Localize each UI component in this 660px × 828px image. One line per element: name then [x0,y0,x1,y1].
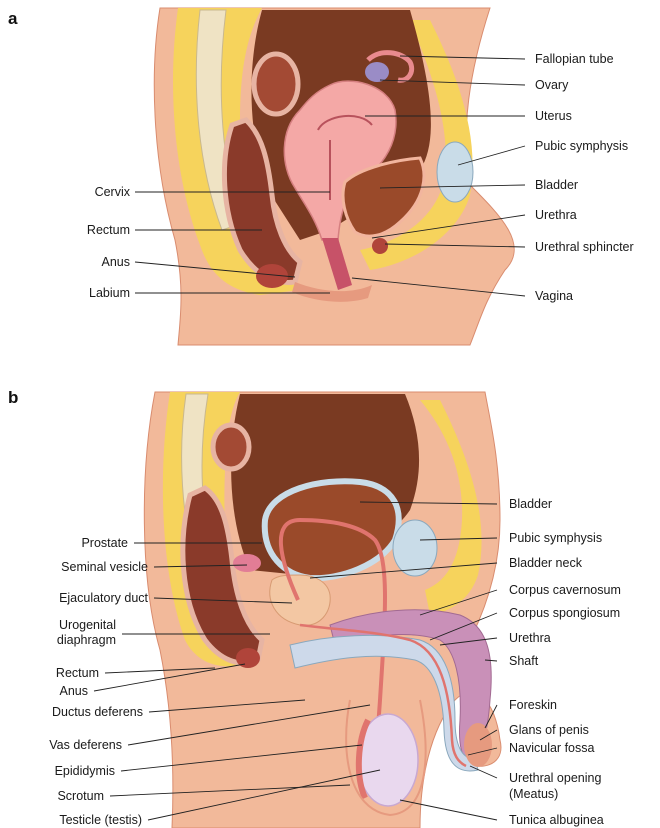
leader-bladder-a [379,184,526,189]
panel-a-fallopian-tube [366,50,415,83]
panel-b-labels: Prostate Seminal vesicle Ejaculatory duc… [49,497,621,827]
panel-a-urethral-sphincter [372,238,388,254]
label-bladder-b: Bladder [509,497,552,511]
label-shaft: Shaft [509,654,539,668]
leader-fallopian-tube [399,55,526,60]
leader-urethra-b [439,637,498,646]
leader-testicle [147,769,381,821]
leader-bladder-neck [309,562,498,579]
label-urethral-opening: Urethral opening [509,771,601,785]
label-scrotum: Scrotum [57,789,104,803]
label-anus-b: Anus [60,684,89,698]
leader-navicular-fossa [467,747,498,756]
panel-a-ovary [365,62,389,82]
panel-b-illustration [143,391,502,828]
panel-b-glans [464,723,492,767]
leader-vas-deferens [127,704,371,746]
panel-b-anus [236,648,260,668]
leader-corpus-cavernosum [419,589,498,616]
panel-a-uterine-cavity [317,114,373,200]
leader-vagina [351,277,526,297]
leader-rectum-b [104,667,216,674]
panel-b-letter: b [8,388,18,407]
label-urethral-sphincter: Urethral sphincter [535,240,634,254]
leader-urethral-sphincter [384,243,526,248]
leader-bladder-b [359,501,498,505]
panel-a-labium [292,282,372,302]
panel-b-leaders [93,501,498,821]
leader-pubic-symphysis-b [419,537,498,541]
label-vagina: Vagina [535,289,573,303]
label-diaphragm: diaphragm [57,633,116,647]
label-navicular-fossa: Navicular fossa [509,741,594,755]
panel-a-labels: Cervix Rectum Anus Labium Fallopian tube… [87,52,634,303]
label-prostate: Prostate [81,536,128,550]
leader-ejaculatory-duct [153,597,293,604]
leader-ovary [379,79,526,86]
leader-pubic-symphysis-a [457,145,526,166]
label-testicle: Testicle (testis) [59,813,142,827]
label-seminal-vesicle: Seminal vesicle [61,560,148,574]
panel-b-fat-front [420,400,482,615]
panel-a-anus [256,264,288,288]
label-urogenital: Urogenital [59,618,116,632]
panel-a-intestine [251,51,301,117]
leader-anus-a [134,261,296,278]
label-corpus-cavernosum: Corpus cavernosum [509,583,621,597]
leader-corpus-spongiosum [429,612,498,641]
label-glans: Glans of penis [509,723,589,737]
label-ovary: Ovary [535,78,569,92]
panel-b-intestine [210,422,252,472]
panel-a-leaders [134,55,526,297]
label-epididymis: Epididymis [55,764,115,778]
panel-a-pubic-symphysis [436,141,474,203]
panel-a-letter: a [8,9,18,28]
label-ductus-deferens: Ductus deferens [52,705,143,719]
leader-seminal-vesicle [153,564,248,568]
leader-anus-b [93,663,246,692]
label-vas-deferens: Vas deferens [49,738,122,752]
panel-b-prostate [269,574,331,626]
label-pubic-symphysis-a: Pubic symphysis [535,139,628,153]
label-meatus: (Meatus) [509,787,558,801]
label-ejaculatory-duct: Ejaculatory duct [59,591,148,605]
panel-b-pubic-symphysis [392,519,438,577]
leader-ductus-deferens [148,699,306,713]
label-uterus: Uterus [535,109,572,123]
label-bladder-neck: Bladder neck [509,556,583,570]
label-corpus-spongiosum: Corpus spongiosum [509,606,620,620]
label-bladder-a: Bladder [535,178,578,192]
label-labium: Labium [89,286,130,300]
label-anus-a: Anus [102,255,131,269]
label-urethra-b: Urethra [509,631,551,645]
panel-b-seminal-vesicle [233,554,261,572]
leader-shaft [484,659,498,662]
panel-b-urethra [299,623,467,768]
panel-b-epididymis [355,718,371,800]
label-cervix: Cervix [95,185,131,199]
panel-a-bladder [341,156,426,238]
leader-scrotum [109,784,351,797]
label-rectum-a: Rectum [87,223,130,237]
leader-urethra-a [371,214,526,239]
leader-glans [479,729,498,741]
panel-a-illustration [153,7,515,346]
leader-urethral-opening [469,765,498,779]
panel-a-vagina [322,238,352,290]
label-pubic-symphysis-b: Pubic symphysis [509,531,602,545]
leader-tunica-albuginea [399,799,498,821]
label-urethra-a: Urethra [535,208,577,222]
label-rectum-b: Rectum [56,666,99,680]
label-tunica-albuginea: Tunica albuginea [509,813,604,827]
leader-epididymis [120,744,363,772]
label-fallopian-tube: Fallopian tube [535,52,614,66]
label-foreskin: Foreskin [509,698,557,712]
leader-foreskin [484,704,498,729]
